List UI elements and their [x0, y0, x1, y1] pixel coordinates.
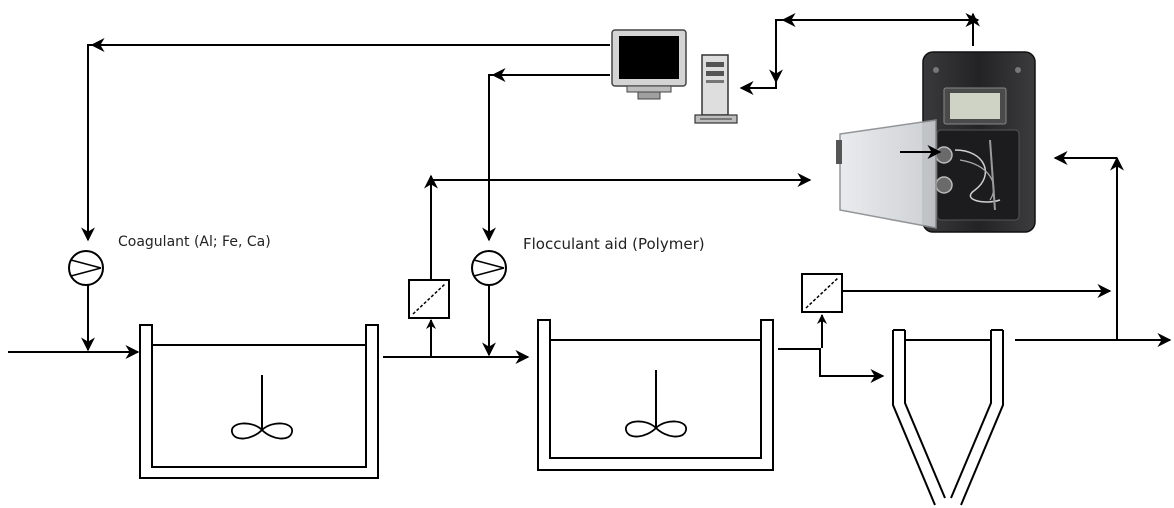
sample-filter-2 [801, 273, 843, 313]
computer-monitor [611, 29, 687, 100]
analyzer-instrument [836, 51, 1036, 233]
pump-icon [68, 250, 104, 286]
coagulant-label: Coagulant (Al; Fe, Ca) [118, 234, 271, 250]
tank2-to-clarifier-line [778, 348, 885, 383]
flocculant-pump [471, 250, 507, 286]
flocculant-label: Flocculant aid (Polymer) [523, 235, 705, 253]
computer-tower [694, 54, 738, 124]
flocculation-tank [537, 319, 774, 471]
mixer-impeller-icon [625, 370, 687, 438]
mixer-impeller-icon [231, 375, 293, 440]
coagulant-pump [68, 250, 104, 286]
clarifier [892, 329, 1004, 506]
pump-icon [471, 250, 507, 286]
sample-filter-1 [408, 279, 450, 319]
flocculant-control-line [482, 74, 610, 242]
coagulant-control-line [81, 44, 610, 242]
coagulation-tank [139, 324, 379, 479]
tank2-to-clarifier-line [778, 351, 883, 376]
